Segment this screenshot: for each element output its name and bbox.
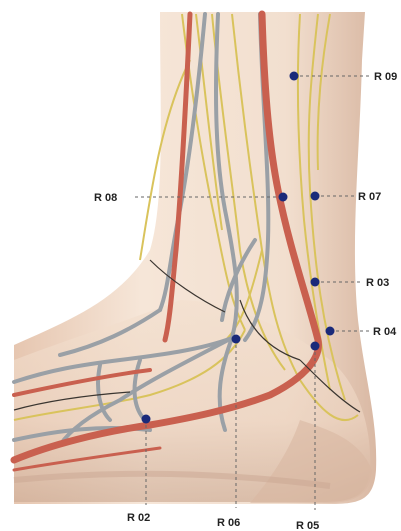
label-r06: R 06	[217, 517, 240, 529]
marker-r05	[311, 342, 320, 351]
marker-r08	[279, 193, 288, 202]
marker-r06	[232, 335, 241, 344]
label-r02: R 02	[127, 512, 150, 524]
label-r08: R 08	[94, 192, 117, 204]
label-r04: R 04	[373, 326, 397, 338]
marker-r09	[290, 72, 299, 81]
label-r07: R 07	[358, 191, 381, 203]
marker-r02	[142, 415, 151, 424]
marker-r03	[311, 278, 320, 287]
label-r05: R 05	[296, 520, 319, 531]
marker-r07	[311, 192, 320, 201]
label-r03: R 03	[366, 277, 389, 289]
label-r09: R 09	[374, 71, 397, 83]
marker-r04	[326, 327, 335, 336]
